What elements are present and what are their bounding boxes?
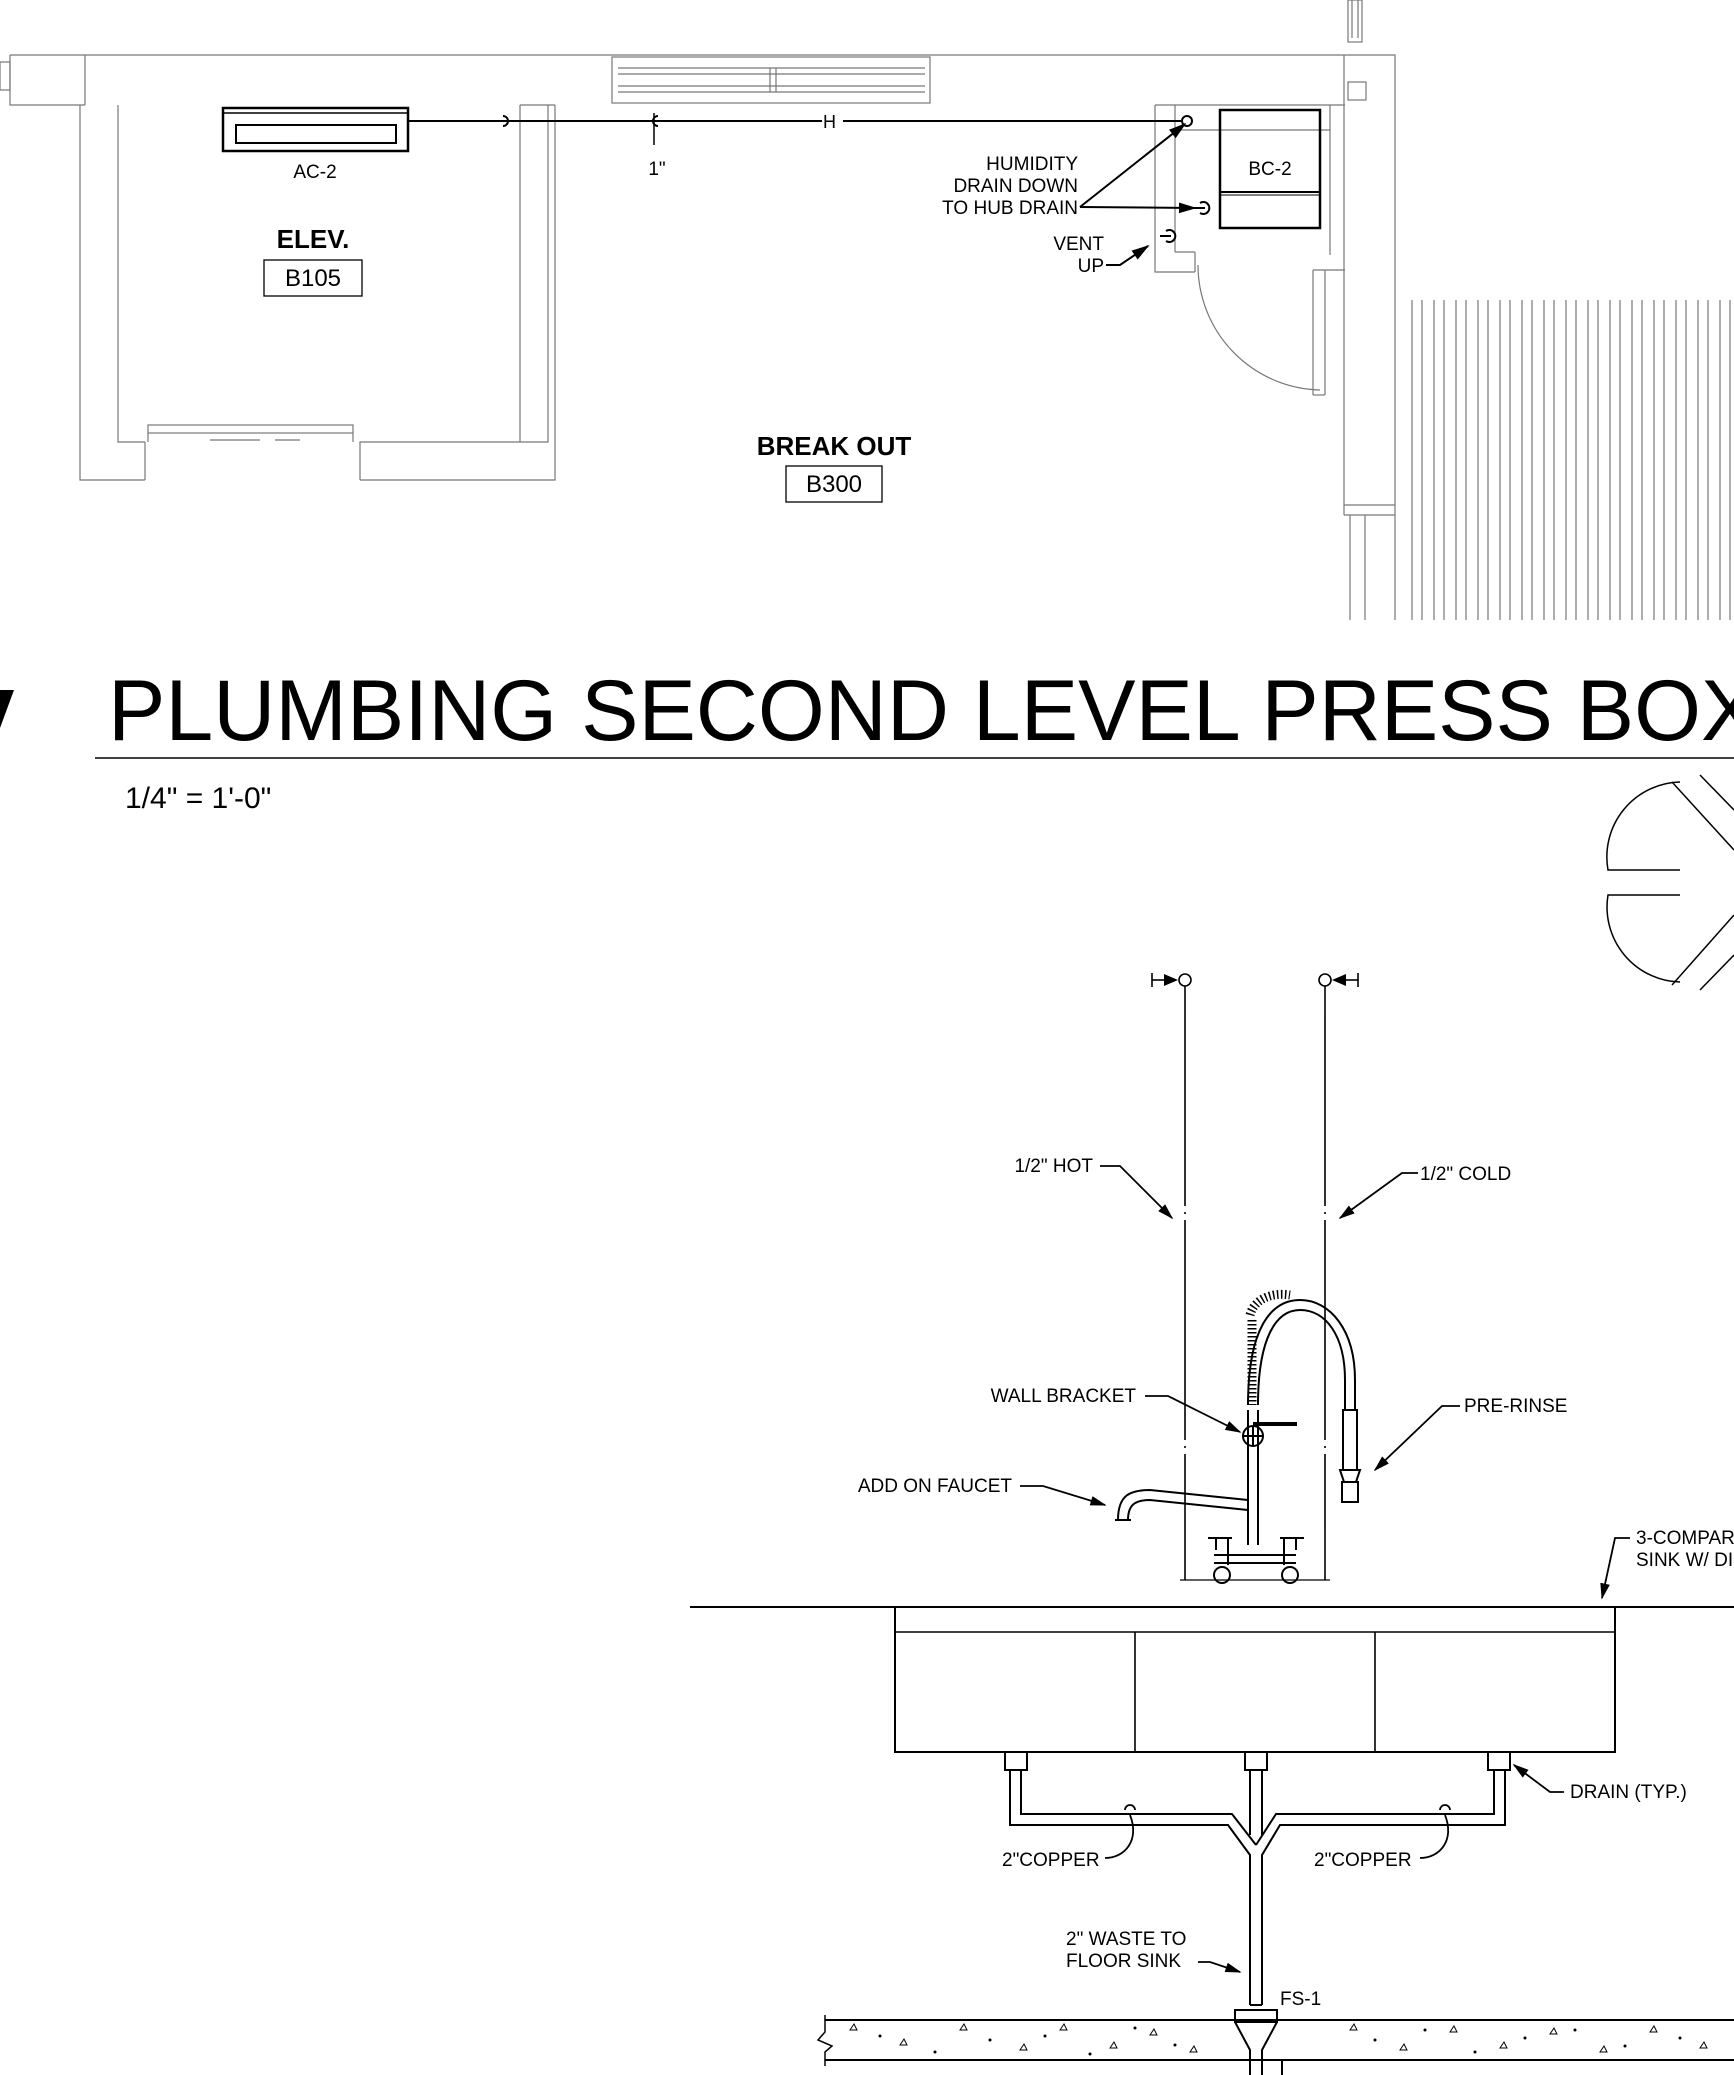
sink-callout: 3-COMPAR SINK W/ DI <box>1600 1528 1734 1600</box>
pipe-size-label: 1" <box>648 159 665 180</box>
svg-text:TO HUB DRAIN: TO HUB DRAIN <box>942 198 1078 219</box>
drawing-scale: 1/4" = 1'-0" <box>125 782 271 815</box>
faucet-base <box>1208 1537 1304 1584</box>
north-arrow-icon <box>1606 774 1734 991</box>
drawing-title-block: PLUMBING SECOND LEVEL PRESS BOX 1/4" = 1… <box>0 663 1734 815</box>
svg-text:B300: B300 <box>806 471 862 498</box>
add-on-faucet-callout: ADD ON FAUCET <box>858 1476 1107 1506</box>
room-tag-break-out: BREAK OUT B300 <box>757 431 912 503</box>
svg-text:3-COMPAR: 3-COMPAR <box>1636 1528 1734 1549</box>
svg-text:2"COPPER: 2"COPPER <box>1002 1850 1100 1871</box>
mech-closet <box>1154 104 1345 396</box>
svg-text:BREAK OUT: BREAK OUT <box>757 431 912 461</box>
svg-text:VENT: VENT <box>1053 234 1104 255</box>
ac-2-unit <box>221 106 410 153</box>
hot-water-riser <box>1151 973 1192 1580</box>
floor-sink-label: FS-1 <box>1280 1989 1321 2010</box>
three-compartment-sink <box>690 1606 1734 1753</box>
svg-text:DRAIN DOWN: DRAIN DOWN <box>953 176 1078 197</box>
waste-callout: 2" WASTE TO FLOOR SINK <box>1066 1929 1242 1973</box>
svg-text:DRAIN (TYP.): DRAIN (TYP.) <box>1570 1782 1687 1803</box>
svg-text:HUMIDITY: HUMIDITY <box>986 154 1078 175</box>
ac-2-label: AC-2 <box>293 162 336 183</box>
wall-bracket-callout: WALL BRACKET <box>991 1386 1242 1433</box>
svg-text:2" WASTE TO: 2" WASTE TO <box>1066 1929 1186 1950</box>
vent-up-note: VENT UP <box>1053 234 1150 277</box>
cold-label-callout: 1/2" COLD <box>1338 1164 1511 1219</box>
copper-right-callout: 2"COPPER <box>1314 1804 1451 1871</box>
hot-label-callout: 1/2" HOT <box>1014 1156 1174 1220</box>
humidity-drain-note: HUMIDITY DRAIN DOWN TO HUB DRAIN <box>942 122 1197 219</box>
bleacher-seating <box>1411 300 1731 620</box>
elevator-shaft <box>79 104 556 481</box>
drawing-title: PLUMBING SECOND LEVEL PRESS BOX <box>108 663 1734 759</box>
svg-text:ADD ON FAUCET: ADD ON FAUCET <box>858 1476 1013 1497</box>
svg-text:1/2" HOT: 1/2" HOT <box>1014 1156 1093 1177</box>
bc-2-unit <box>1218 108 1322 230</box>
svg-text:H: H <box>823 112 836 132</box>
room-tag-elevator: ELEV. B105 <box>263 224 363 297</box>
floor-plan: AC-2 H 1" BC-2 HUMIDITY DRAIN DOWN <box>0 0 1731 620</box>
condensate-line: H <box>408 112 1193 145</box>
add-on-faucet <box>1115 1488 1249 1521</box>
svg-text:2"COPPER: 2"COPPER <box>1314 1850 1412 1871</box>
svg-text:SINK W/ DI: SINK W/ DI <box>1636 1550 1733 1571</box>
svg-text:ELEV.: ELEV. <box>277 224 350 254</box>
floor-sink-symbol <box>1234 2009 1283 2075</box>
sink-elevation-detail: 1/2" HOT 1/2" COLD WALL BRACKET PRE-RINS… <box>690 973 1734 2075</box>
drain-piping <box>1004 1751 1511 2006</box>
svg-text:PRE-RINSE: PRE-RINSE <box>1464 1396 1567 1417</box>
copper-left-callout: 2"COPPER <box>1002 1804 1136 1871</box>
svg-text:UP: UP <box>1078 256 1104 277</box>
svg-text:FLOOR SINK: FLOOR SINK <box>1066 1951 1181 1972</box>
plan-walls <box>0 0 1396 620</box>
cold-water-riser <box>1318 973 1359 1580</box>
view-marker-icon <box>0 690 14 728</box>
drain-callout: DRAIN (TYP.) <box>1512 1764 1687 1803</box>
bc-2-label: BC-2 <box>1248 159 1291 180</box>
svg-text:1/2" COLD: 1/2" COLD <box>1420 1164 1511 1185</box>
svg-text:B105: B105 <box>285 265 341 292</box>
pre-rinse-callout: PRE-RINSE <box>1373 1396 1567 1472</box>
pre-rinse-faucet <box>1242 1289 1362 1545</box>
svg-text:WALL BRACKET: WALL BRACKET <box>991 1386 1137 1407</box>
